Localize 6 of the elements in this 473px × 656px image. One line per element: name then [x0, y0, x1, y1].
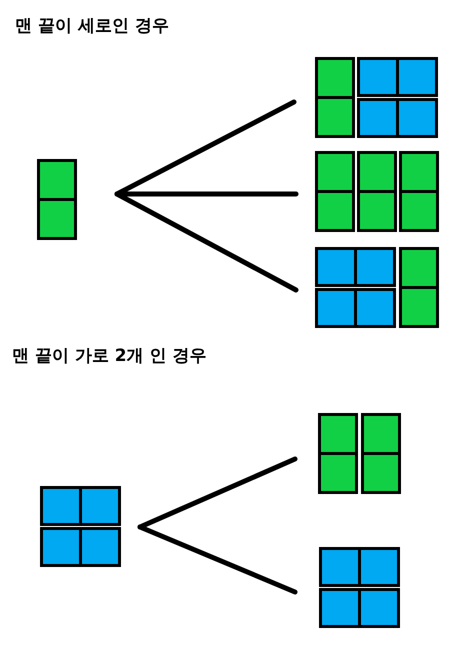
connector-line [138, 456, 298, 530]
heading: 맨 끝이 세로인 경우 [15, 16, 169, 37]
heading: 맨 끝이 가로 2개 인 경우 [12, 346, 206, 367]
connector-line [114, 192, 298, 292]
connector-line [138, 524, 298, 594]
connector-line [114, 192, 298, 196]
